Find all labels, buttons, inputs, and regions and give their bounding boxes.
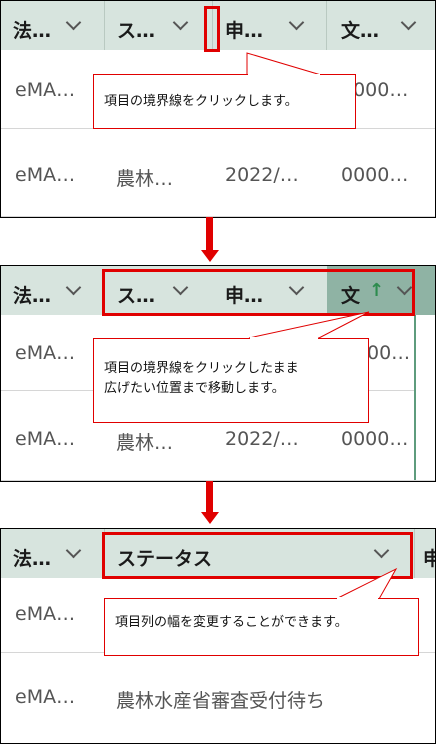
step3-panel: 法… ステータス 申 eMA… eMA… 農林水産省審査受付待ち 項目列の幅を変…: [0, 528, 436, 744]
callout-text: 項目列の幅を変更することができます。: [115, 615, 348, 630]
column-separator[interactable]: [414, 529, 415, 578]
table-cell: eMA…: [15, 603, 76, 625]
table-cell: eMA…: [15, 164, 76, 186]
table-cell: 00…: [367, 342, 411, 364]
table-header: 法… ス… 申… 文 ↑: [1, 266, 435, 315]
column-resize-border[interactable]: [212, 1, 213, 50]
table-cell: eMA…: [15, 686, 76, 708]
table-cell: eMA…: [15, 342, 76, 364]
column-separator[interactable]: [104, 1, 105, 50]
column-header-status[interactable]: ス…: [105, 1, 212, 50]
callout-pointer-cover: [337, 597, 378, 599]
column-header-label: 法…: [13, 20, 52, 42]
sort-ascending-icon: ↑: [369, 280, 385, 301]
table-header: 法… ステータス 申: [1, 529, 435, 578]
table-cell: 農林水産省審査受付待ち: [116, 690, 326, 712]
step-arrow: [201, 481, 219, 528]
highlight-drag-range: [102, 269, 415, 316]
callout-text: 項目の境界線をクリックします。: [104, 94, 298, 109]
callout-text-line2: 広げたい位置まで移動します。: [104, 381, 285, 396]
table-cell: 0000…: [341, 79, 409, 101]
column-header-shinsei[interactable]: 申…: [213, 1, 326, 50]
column-header-label: 法…: [13, 285, 52, 307]
table-cell: 農林…: [116, 432, 174, 454]
instruction-callout: 項目の境界線をクリックしたまま 広げたい位置まで移動します。: [93, 338, 369, 423]
step2-panel: 法… ス… 申… 文 ↑ eMA… 00… eMA… 農林… 2022/… 00…: [0, 265, 436, 482]
column-header-houjin[interactable]: 法…: [1, 1, 104, 50]
column-header-shinsei[interactable]: 申…: [213, 266, 326, 315]
row-divider: [1, 480, 435, 481]
column-header-label: ス…: [117, 285, 156, 307]
table-cell: 0000…: [341, 428, 409, 450]
callout-text-line1: 項目の境界線をクリックしたまま: [104, 361, 299, 376]
column-header-label: 申…: [225, 285, 264, 307]
highlight-resized-column: [102, 532, 413, 579]
table-cell: eMA…: [15, 428, 76, 450]
column-header-label: 文: [341, 285, 361, 307]
column-header-status[interactable]: ステータス: [105, 529, 414, 578]
table-cell: 2022/…: [225, 428, 299, 450]
column-header-label: 法…: [13, 548, 52, 570]
table-cell: 0000…: [341, 164, 409, 186]
column-header-houjin[interactable]: 法…: [1, 266, 104, 315]
column-header-label: 申: [423, 544, 435, 571]
instruction-callout: 項目列の幅を変更することができます。: [104, 598, 419, 656]
column-header-label: 文…: [341, 20, 380, 42]
column-header-houjin[interactable]: 法…: [1, 529, 104, 578]
row-divider: [1, 216, 435, 217]
column-separator[interactable]: [326, 1, 327, 50]
callout-pointer-cover: [250, 337, 318, 339]
column-header-bunsho-dragging[interactable]: 文 ↑: [327, 266, 435, 315]
column-header-label: ス…: [117, 20, 156, 42]
table-cell: 2022/…: [225, 164, 299, 186]
column-header-status[interactable]: ス…: [105, 266, 212, 315]
resize-guide-line: [414, 315, 416, 481]
column-header-bunsho[interactable]: 文…: [327, 1, 435, 50]
instruction-callout: 項目の境界線をクリックします。: [93, 74, 356, 129]
callout-pointer-cover: [248, 74, 320, 76]
step1-panel: 法… ス… 申… 文… eMA… 0000… eMA… 農林… 2022/… 0…: [0, 0, 436, 218]
highlight-border-box: [204, 6, 220, 52]
table-cell: eMA…: [15, 79, 76, 101]
column-header-shinsei[interactable]: 申: [415, 529, 435, 578]
column-header-label: ステータス: [117, 548, 213, 570]
column-header-label: 申…: [225, 20, 264, 42]
table-cell: 農林…: [116, 168, 174, 190]
step-arrow: [201, 217, 219, 265]
